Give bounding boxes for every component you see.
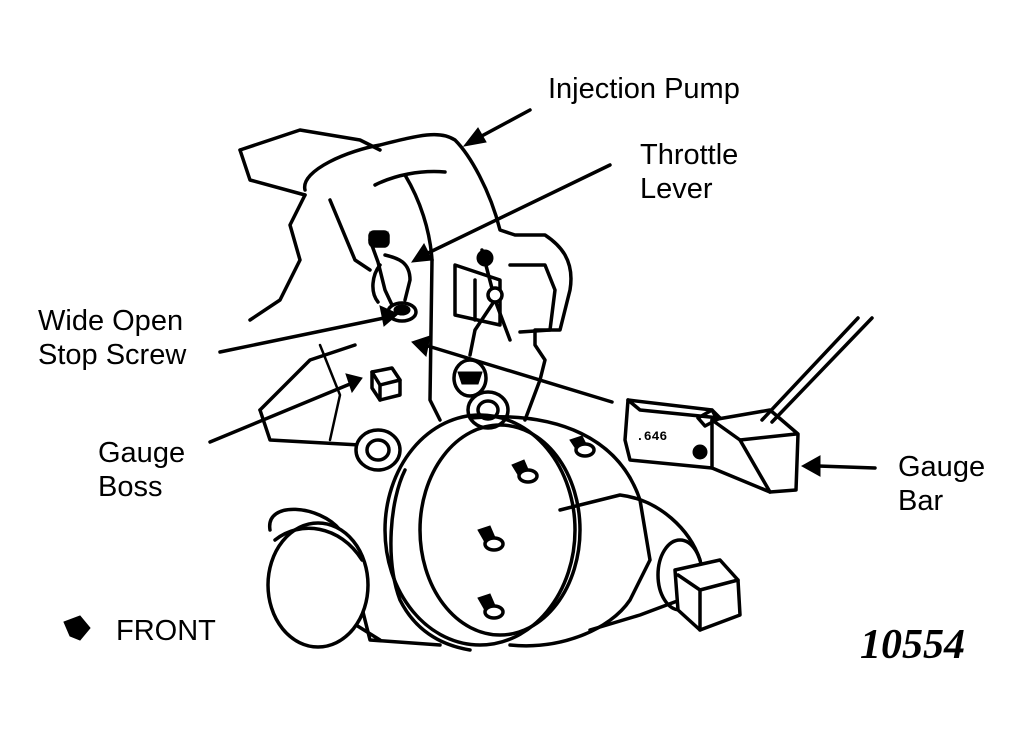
gauge-boss bbox=[370, 366, 402, 402]
flange-studs bbox=[477, 435, 596, 620]
lever-linkage bbox=[468, 248, 512, 357]
label-throttle-lever-line1: Throttle bbox=[640, 139, 738, 171]
label-wide-open-line1: Wide Open bbox=[38, 305, 183, 337]
label-injection-pump: Injection Pump bbox=[548, 73, 740, 105]
figure-number: 10554 bbox=[860, 622, 965, 668]
label-front: FRONT bbox=[116, 615, 216, 647]
label-wide-open-line2: Stop Screw bbox=[38, 339, 187, 371]
gauge-bar: .646 bbox=[623, 316, 874, 494]
gauge-bar-marking: .646 bbox=[636, 429, 667, 444]
pump-flange bbox=[383, 413, 742, 652]
leader-arrows bbox=[208, 108, 877, 477]
front-arrow-icon bbox=[63, 615, 91, 641]
label-gauge-bar-line1: Gauge bbox=[898, 451, 985, 483]
label-gauge-bar-line2: Bar bbox=[898, 485, 943, 517]
lower-housing bbox=[266, 507, 442, 649]
label-throttle-lever-line2: Lever bbox=[640, 173, 713, 205]
throttle-lever bbox=[368, 230, 412, 307]
label-gauge-boss-line2: Boss bbox=[98, 471, 162, 503]
label-gauge-boss-line1: Gauge bbox=[98, 437, 185, 469]
